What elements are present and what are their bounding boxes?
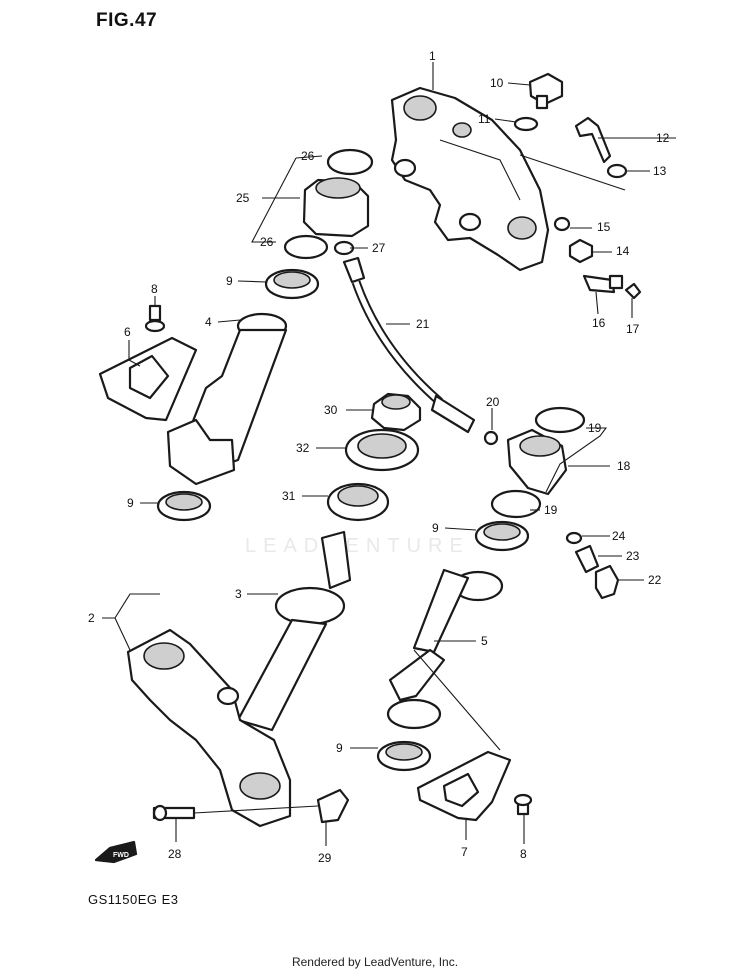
callout-32: 32	[296, 441, 310, 455]
brake-hose-21[interactable]	[342, 256, 476, 434]
callout-19-upper: 19	[588, 421, 602, 435]
steering-stem-3[interactable]	[236, 530, 352, 732]
callout-25: 25	[236, 191, 250, 205]
callout-3: 3	[235, 587, 242, 601]
bolt-10[interactable]	[528, 72, 564, 110]
callout-20: 20	[486, 395, 500, 409]
cap-22[interactable]	[594, 564, 620, 600]
bolt-8-upper[interactable]	[144, 304, 166, 333]
washer-24[interactable]	[565, 531, 583, 545]
callout-13: 13	[653, 164, 667, 178]
washer-20[interactable]	[483, 430, 499, 446]
bolt-16[interactable]	[582, 274, 624, 294]
callout-11: 11	[478, 112, 491, 126]
dust-seal-9-lower[interactable]	[376, 740, 432, 772]
callout-21: 21	[416, 317, 430, 331]
callout-28: 28	[168, 847, 182, 861]
watermark-text: LEADVENTURE	[245, 535, 470, 557]
hose-joint-18[interactable]	[506, 428, 568, 496]
callout-15: 15	[597, 220, 611, 234]
callout-12: 12	[656, 131, 670, 145]
callout-6: 6	[124, 325, 131, 339]
footer-credit: Rendered by LeadVenture, Inc.	[291, 955, 459, 969]
washer-11[interactable]	[513, 116, 539, 132]
bolt-28[interactable]	[152, 804, 196, 822]
clamp-29[interactable]	[316, 788, 350, 824]
callout-23: 23	[626, 549, 640, 563]
dust-seal-9-mid[interactable]	[474, 520, 530, 552]
model-code: GS1150EG E3	[88, 892, 179, 907]
upper-bracket-part[interactable]	[390, 86, 550, 272]
callout-19-lower: 19	[544, 503, 558, 517]
leader-lines	[102, 62, 676, 846]
figure-title: FIG.47	[96, 10, 158, 31]
bracket-7[interactable]	[416, 750, 512, 822]
callout-4: 4	[205, 315, 212, 329]
dust-seal-9-upper[interactable]	[264, 268, 320, 300]
bolt-8-lower[interactable]	[513, 793, 533, 816]
bearing-race-32[interactable]	[344, 428, 420, 472]
nut-30[interactable]	[370, 392, 422, 432]
callout-8-upper: 8	[151, 282, 158, 296]
callout-5: 5	[481, 634, 488, 648]
bolt-12[interactable]	[574, 116, 612, 164]
fork-guide-4[interactable]	[166, 312, 288, 486]
callout-30: 30	[324, 403, 338, 417]
o-ring-19-upper[interactable]	[534, 406, 586, 434]
lower-bracket-2[interactable]	[126, 628, 292, 828]
callout-9-upper: 9	[226, 274, 233, 288]
bracket-6[interactable]	[98, 336, 198, 422]
washer-15[interactable]	[553, 216, 571, 232]
callout-24: 24	[612, 529, 626, 543]
callout-29: 29	[318, 851, 332, 865]
callout-31: 31	[282, 489, 296, 503]
callout-16: 16	[592, 316, 606, 330]
fwd-arrow-icon: FWD	[94, 840, 138, 864]
washer-13[interactable]	[606, 163, 628, 179]
fwd-label: FWD	[113, 852, 129, 859]
callout-9-lower: 9	[336, 741, 343, 755]
callout-26-lower: 26	[260, 235, 274, 249]
bearing-31[interactable]	[326, 482, 390, 522]
callout-26-upper: 26	[301, 149, 315, 163]
washer-17[interactable]	[624, 282, 642, 300]
callout-18: 18	[617, 459, 631, 473]
bolt-23[interactable]	[574, 544, 600, 574]
callout-17: 17	[626, 322, 640, 336]
o-ring-19-lower[interactable]	[490, 489, 542, 519]
callout-1: 1	[429, 49, 436, 63]
callout-9-left: 9	[127, 496, 134, 510]
callout-labels: 1 10 11 12 13 15 14 16 17 26 25 26 27 9 …	[88, 49, 670, 865]
cap-25[interactable]	[302, 177, 370, 238]
callout-8-lower: 8	[520, 847, 527, 861]
o-ring-26-upper[interactable]	[326, 148, 374, 176]
o-ring-26-lower[interactable]	[283, 234, 329, 260]
callout-14: 14	[616, 244, 630, 258]
nut-14[interactable]	[568, 238, 594, 264]
callout-9-mid: 9	[432, 521, 439, 535]
callout-2: 2	[88, 611, 95, 625]
fork-guide-5[interactable]	[386, 568, 504, 730]
callout-27: 27	[372, 241, 386, 255]
dust-seal-9-left[interactable]	[156, 490, 212, 522]
callout-7: 7	[461, 845, 468, 859]
callout-10: 10	[490, 76, 504, 90]
callout-22: 22	[648, 573, 662, 587]
